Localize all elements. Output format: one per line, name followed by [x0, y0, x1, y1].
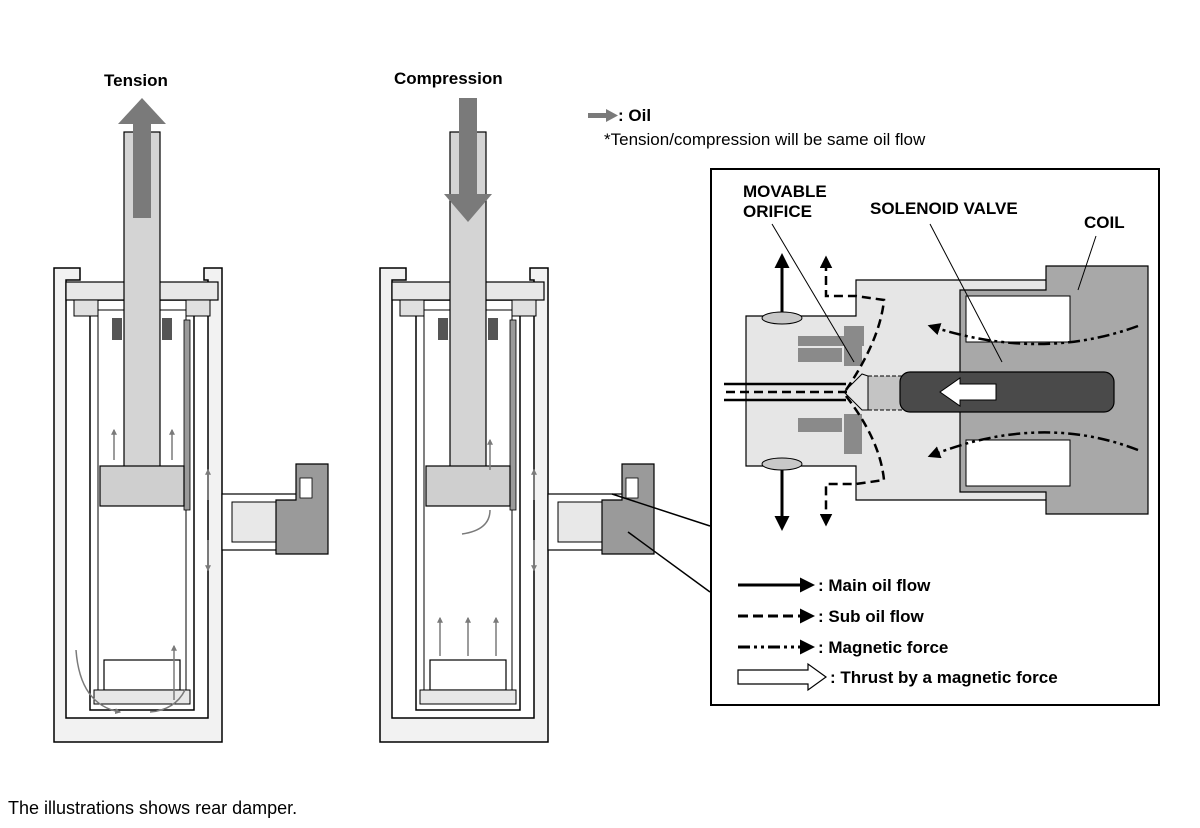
tension-base-valve [103, 659, 181, 691]
solenoid-plunger-tip [867, 375, 905, 411]
tension-damper [53, 98, 329, 743]
coil-upper-window [965, 295, 1071, 343]
legend-sub-oil-flow-label: : Sub oil flow [818, 607, 925, 626]
legend-main-oil-flow: : Main oil flow [738, 576, 931, 595]
compression-damper [379, 98, 655, 743]
solenoid-valve-label: SOLENOID VALVE [870, 199, 1018, 218]
detail-callout-line [611, 493, 711, 527]
compression-label: Compression [394, 69, 503, 88]
legend-magnetic-force: : Magnetic force [738, 638, 948, 657]
tension-solenoid-block [275, 463, 329, 555]
tension-label: Tension [104, 71, 168, 90]
coil-label: COIL [1084, 213, 1125, 232]
compression-outer-cup [379, 267, 549, 743]
figure-caption: The illustrations shows rear damper. [8, 798, 298, 818]
legend-thrust: : Thrust by a magnetic force [737, 662, 1058, 692]
solenoid-plunger [899, 371, 1115, 413]
tension-outer-cup [53, 267, 223, 743]
oil-note: *Tension/compression will be same oil fl… [604, 130, 926, 149]
solenoid-detail-inset: : Main oil flow : Sub oil flow : Magneti… [710, 168, 1160, 706]
oil-legend-label: : Oil [618, 106, 651, 125]
movable-orifice-label-line1: MOVABLE [743, 182, 827, 201]
compression-piston [425, 465, 511, 507]
legend-magnetic-force-label: : Magnetic force [818, 638, 948, 657]
compression-base-valve [429, 659, 507, 691]
legend-thrust-label: : Thrust by a magnetic force [830, 668, 1058, 687]
legend-sub-oil-flow: : Sub oil flow [738, 607, 925, 626]
coil-lower-window [965, 439, 1071, 487]
thrust-arrow [939, 377, 997, 407]
compression-solenoid-block [601, 463, 655, 555]
legend-main-oil-flow-label: : Main oil flow [818, 576, 931, 595]
tension-piston [99, 465, 185, 507]
oil-legend-arrow [588, 109, 618, 122]
movable-orifice-label-line2: ORIFICE [743, 202, 812, 221]
